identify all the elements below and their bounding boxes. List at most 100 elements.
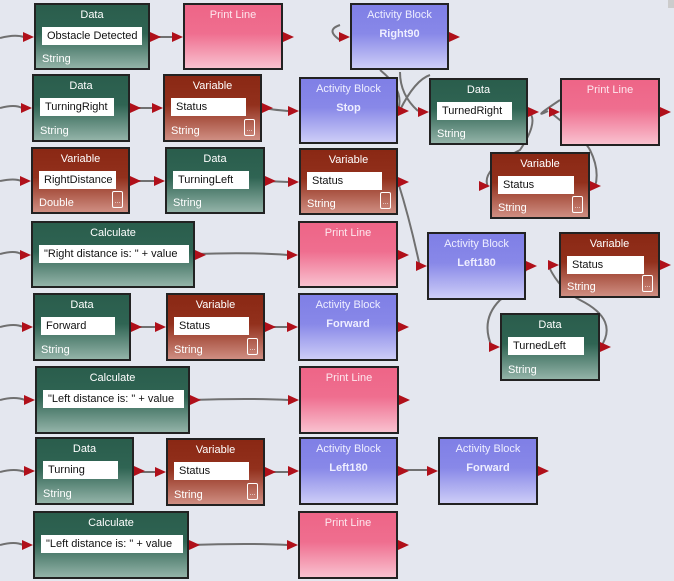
- output-pin-icon[interactable]: [134, 466, 145, 476]
- input-pin-icon[interactable]: [22, 540, 33, 550]
- input-pin-icon[interactable]: [339, 31, 350, 42]
- output-pin-icon[interactable]: [538, 466, 549, 476]
- output-pin-icon[interactable]: [398, 105, 409, 116]
- input-pin-icon[interactable]: [548, 260, 559, 270]
- block-value-input[interactable]: TurnedRight: [437, 102, 512, 120]
- output-pin-icon[interactable]: [265, 467, 276, 477]
- output-pin-icon[interactable]: [398, 540, 409, 550]
- input-pin-icon[interactable]: [489, 342, 500, 352]
- input-pin-icon[interactable]: [172, 31, 183, 42]
- block-value-input[interactable]: TurnedLeft: [508, 337, 584, 355]
- print-line-block[interactable]: Print Line: [560, 78, 660, 146]
- output-pin-icon[interactable]: [449, 31, 460, 42]
- input-pin-icon[interactable]: [21, 103, 32, 113]
- block-value-input[interactable]: RightDistance: [39, 171, 117, 189]
- input-pin-icon[interactable]: [416, 261, 427, 271]
- output-pin-icon[interactable]: [398, 176, 409, 187]
- input-pin-icon[interactable]: [479, 180, 490, 191]
- input-pin-icon[interactable]: [418, 106, 429, 117]
- output-pin-icon[interactable]: [528, 106, 539, 117]
- block-value-input[interactable]: Status: [174, 317, 249, 335]
- input-pin-icon[interactable]: [288, 176, 299, 187]
- input-pin-icon[interactable]: [152, 103, 163, 113]
- more-options-button[interactable]: ...: [380, 192, 391, 209]
- output-pin-icon[interactable]: [526, 261, 537, 271]
- output-pin-icon[interactable]: [150, 31, 161, 42]
- output-pin-icon[interactable]: [190, 395, 201, 405]
- calculate-block[interactable]: Calculate"Left distance is: " + value: [33, 511, 189, 579]
- input-pin-icon[interactable]: [287, 540, 298, 550]
- block-value-input[interactable]: "Right distance is: " + value: [39, 245, 189, 263]
- output-pin-icon[interactable]: [398, 322, 409, 332]
- more-options-button[interactable]: ...: [247, 483, 258, 500]
- input-pin-icon[interactable]: [288, 466, 299, 476]
- output-pin-icon[interactable]: [600, 342, 611, 352]
- input-pin-icon[interactable]: [427, 466, 438, 476]
- block-value-input[interactable]: Status: [171, 98, 246, 116]
- input-pin-icon[interactable]: [20, 249, 31, 260]
- block-value-input[interactable]: Status: [307, 172, 382, 190]
- input-pin-icon[interactable]: [24, 466, 35, 476]
- input-pin-icon[interactable]: [22, 322, 33, 332]
- input-pin-icon[interactable]: [23, 31, 34, 42]
- block-value-input[interactable]: Turning: [43, 461, 118, 479]
- output-pin-icon[interactable]: [189, 540, 200, 550]
- more-options-button[interactable]: ...: [642, 275, 653, 292]
- output-pin-icon[interactable]: [195, 249, 206, 260]
- more-options-button[interactable]: ...: [247, 338, 258, 355]
- block-value-input[interactable]: Obstacle Detected: [42, 27, 142, 45]
- output-pin-icon[interactable]: [131, 322, 142, 332]
- more-options-button[interactable]: ...: [112, 191, 123, 208]
- block-value-input[interactable]: Status: [174, 462, 249, 480]
- input-pin-icon[interactable]: [549, 107, 560, 117]
- output-pin-icon[interactable]: [283, 31, 294, 42]
- block-value-input[interactable]: "Left distance is: " + value: [43, 390, 184, 408]
- output-pin-icon[interactable]: [590, 180, 601, 191]
- input-pin-icon[interactable]: [287, 322, 298, 332]
- output-pin-icon[interactable]: [265, 322, 276, 332]
- output-pin-icon[interactable]: [262, 103, 273, 113]
- more-options-button[interactable]: ...: [572, 196, 583, 213]
- block-value-input[interactable]: TurningRight: [40, 98, 114, 116]
- output-pin-icon[interactable]: [398, 249, 409, 260]
- print-line-block[interactable]: Print Line: [299, 366, 399, 434]
- block-value-input[interactable]: Status: [498, 176, 574, 194]
- input-pin-icon[interactable]: [155, 322, 166, 332]
- input-pin-icon[interactable]: [155, 467, 166, 477]
- input-pin-icon[interactable]: [288, 105, 299, 116]
- output-pin-icon[interactable]: [399, 395, 410, 405]
- input-pin-icon[interactable]: [24, 395, 35, 405]
- calculate-block[interactable]: Calculate"Right distance is: " + value: [31, 221, 195, 288]
- block-value-input[interactable]: Status: [567, 256, 644, 274]
- input-pin-icon[interactable]: [287, 249, 298, 260]
- print-line-block[interactable]: Print Line: [183, 3, 283, 70]
- input-pin-icon[interactable]: [20, 175, 31, 186]
- more-options-button[interactable]: ...: [244, 119, 255, 136]
- input-pin-icon[interactable]: [288, 395, 299, 405]
- scrollbar-corner[interactable]: [668, 0, 674, 8]
- input-pin-icon[interactable]: [154, 175, 165, 186]
- output-pin-icon[interactable]: [660, 260, 671, 270]
- output-pin-icon[interactable]: [130, 103, 141, 113]
- block-value-input[interactable]: TurningLeft: [173, 171, 249, 189]
